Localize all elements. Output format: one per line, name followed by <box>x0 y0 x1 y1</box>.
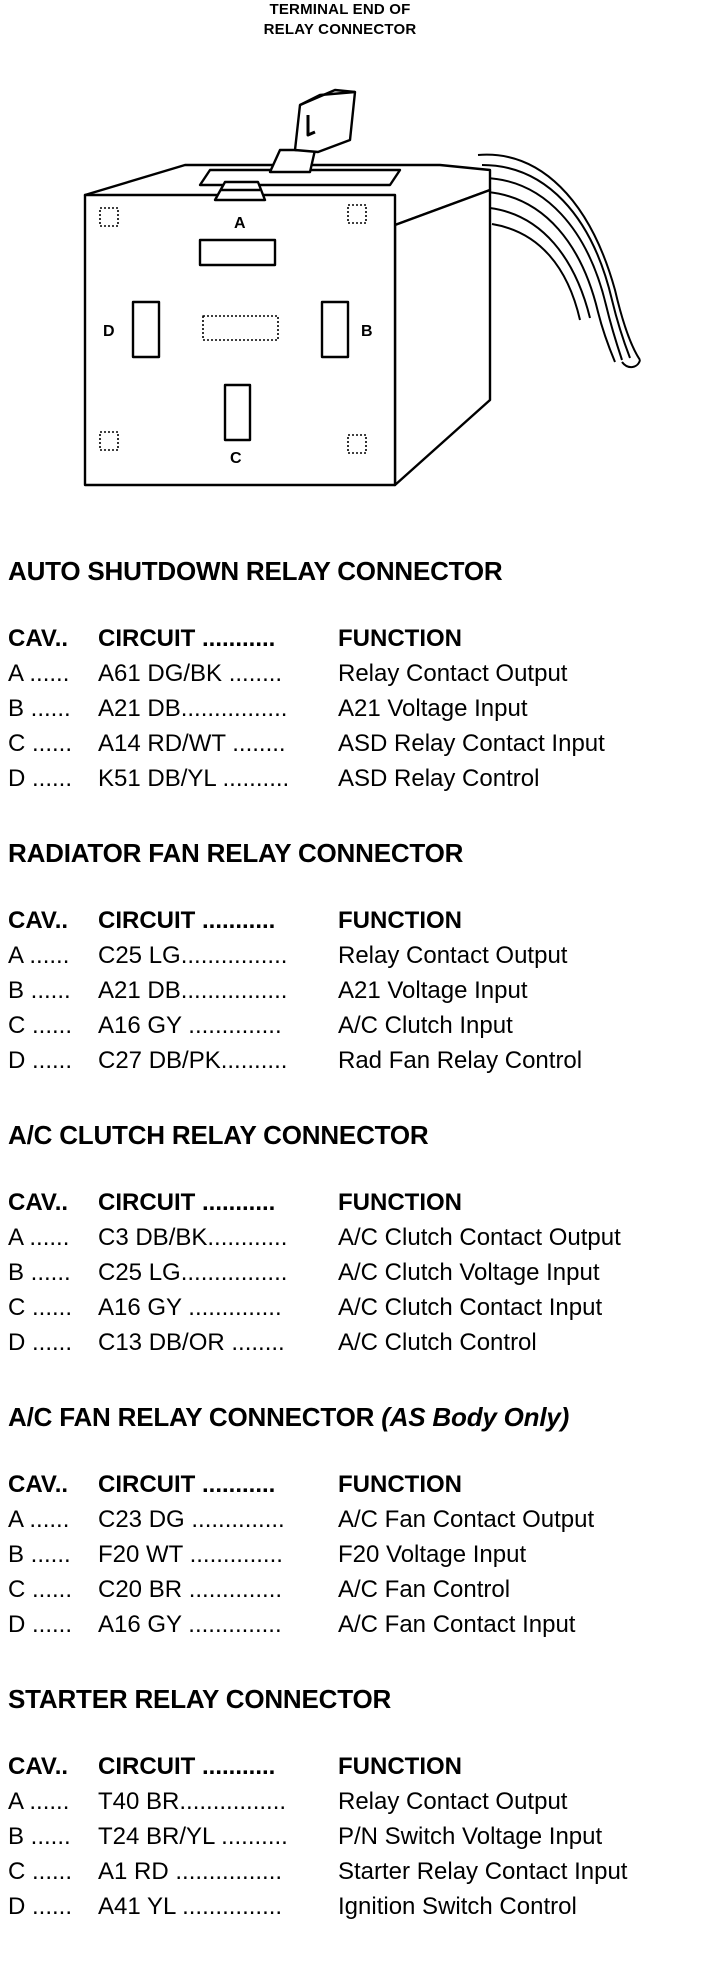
cavity-a <box>198 238 277 267</box>
section-starter: STARTER RELAY CONNECTOR CAV..CIRCUIT ...… <box>8 1684 698 1920</box>
table-row: D ......K51 DB/YL ..........ASD Relay Co… <box>8 765 540 792</box>
section-ac-clutch: A/C CLUTCH RELAY CONNECTOR CAV..CIRCUIT … <box>8 1120 698 1356</box>
table-row: B ......A21 DB................A21 Voltag… <box>8 977 528 1004</box>
section-ac-fan: A/C FAN RELAY CONNECTOR (AS Body Only) C… <box>8 1402 698 1638</box>
cavity-label-d: D <box>103 323 115 340</box>
wire-bundle <box>477 153 641 368</box>
table-header: CAV..CIRCUIT ...........FUNCTION <box>8 1471 462 1498</box>
table-row: A ......T40 BR................Relay Cont… <box>8 1788 568 1815</box>
table-header: CAV..CIRCUIT ...........FUNCTION <box>8 907 462 934</box>
table-header: CAV..CIRCUIT ...........FUNCTION <box>8 1753 462 1780</box>
table-row: C ......C20 BR ..............A/C Fan Con… <box>8 1576 511 1603</box>
cavity-b <box>320 300 350 359</box>
table-row: A ......A61 DG/BK ........Relay Contact … <box>8 660 568 687</box>
section-title: STARTER RELAY CONNECTOR <box>8 1684 392 1714</box>
table-row: C ......A14 RD/WT ........ASD Relay Cont… <box>8 730 605 757</box>
table-row: C ......A1 RD ................Starter Re… <box>8 1858 628 1885</box>
table-row: B ......A21 DB................A21 Voltag… <box>8 695 528 722</box>
section-title: A/C CLUTCH RELAY CONNECTOR <box>8 1120 429 1150</box>
section-title: AUTO SHUTDOWN RELAY CONNECTOR <box>8 556 503 586</box>
table-row: D ......A16 GY ..............A/C Fan Con… <box>8 1611 576 1638</box>
table-row: C ......A16 GY ..............A/C Clutch … <box>8 1012 513 1039</box>
section-auto-shutdown: AUTO SHUTDOWN RELAY CONNECTOR CAV.. CIRC… <box>8 556 698 792</box>
table-row: B ......F20 WT ..............F20 Voltage… <box>8 1541 527 1568</box>
table-row: C ......A16 GY ..............A/C Clutch … <box>8 1294 603 1321</box>
cavity-label-b: B <box>361 323 373 340</box>
section-title: A/C FAN RELAY CONNECTOR (AS Body Only) <box>8 1402 570 1432</box>
connector-drawing: A D B C <box>83 88 641 487</box>
section-radiator-fan: RADIATOR FAN RELAY CONNECTOR CAV..CIRCUI… <box>8 838 698 1074</box>
cavity-c <box>223 383 252 442</box>
table-row: D ......C27 DB/PK..........Rad Fan Relay… <box>8 1047 583 1074</box>
table-header: CAV..CIRCUIT ...........FUNCTION <box>8 1189 462 1216</box>
table-row: D ......A41 YL ...............Ignition S… <box>8 1893 577 1920</box>
cavity-label-a: A <box>234 215 246 232</box>
cavity-d <box>131 300 161 359</box>
table-row: B ......T24 BR/YL ..........P/N Switch V… <box>8 1823 603 1850</box>
table-header: CAV.. CIRCUIT ........... FUNCTION <box>8 625 462 652</box>
diagram-title-line-2: RELAY CONNECTOR <box>263 21 417 38</box>
diagram-title: TERMINAL END OF RELAY CONNECTOR <box>180 0 500 40</box>
table-row: B ......C25 LG................A/C Clutch… <box>8 1259 600 1286</box>
cavity-label-c: C <box>230 450 242 467</box>
diagram-title-line-1: TERMINAL END OF <box>269 1 411 18</box>
table-row: A ......C23 DG ..............A/C Fan Con… <box>8 1506 595 1533</box>
section-title: RADIATOR FAN RELAY CONNECTOR <box>8 838 464 868</box>
section-note: (AS Body Only) <box>381 1402 570 1432</box>
table-row: A ......C3 DB/BK............A/C Clutch C… <box>8 1224 621 1251</box>
relay-connector-diagram: A D B C <box>0 0 704 500</box>
table-row: D ......C13 DB/OR ........A/C Clutch Con… <box>8 1329 537 1356</box>
table-row: A ......C25 LG................Relay Cont… <box>8 942 568 969</box>
